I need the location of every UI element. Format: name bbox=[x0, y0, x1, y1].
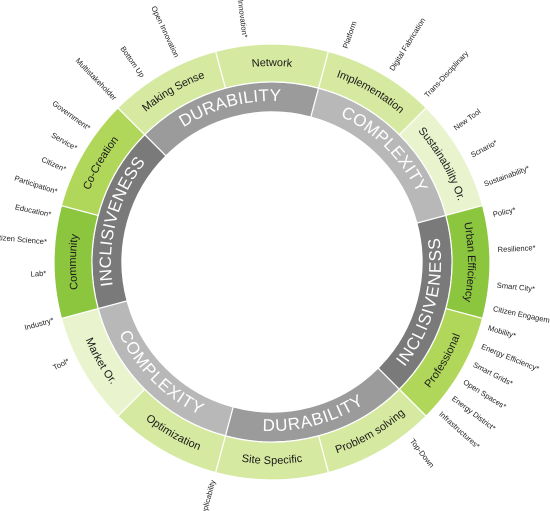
keyword-label: Smart City* bbox=[496, 281, 535, 294]
segment-label: Network bbox=[251, 57, 293, 70]
keyword-label: Citizen Engagement bbox=[492, 304, 550, 327]
keyword-label: Digital Fabrication bbox=[388, 16, 428, 72]
segment-label: Community bbox=[67, 233, 81, 291]
keyword-label: Education* bbox=[14, 202, 52, 218]
core-ring: DURABILITYCOMPLEXITYINCLISIVENESSDURABIL… bbox=[91, 81, 453, 443]
keyword-label: Scnario* bbox=[469, 138, 499, 159]
segment-label: Site Specific bbox=[241, 453, 304, 467]
keyword-label: Social Innovation* bbox=[233, 0, 249, 38]
keyword-label: Government* bbox=[51, 99, 93, 133]
keyword-label: Service* bbox=[50, 131, 79, 153]
center-disc bbox=[122, 112, 422, 412]
keyword-label: Sustainability* bbox=[483, 164, 531, 189]
keyword-label: Tool* bbox=[51, 357, 70, 373]
keyword-label: Bottom Up bbox=[119, 45, 147, 80]
keyword-label: Trans-Disciplinary bbox=[422, 49, 470, 100]
segment-wedge bbox=[117, 50, 227, 136]
keyword-label: Multistakeholder bbox=[74, 56, 119, 102]
segment-label: Urban Efficiency bbox=[461, 221, 477, 303]
keyword-label: Citizen* bbox=[40, 155, 68, 174]
keyword-label: Resilience* bbox=[497, 243, 535, 254]
keyword-label: Top-Down bbox=[408, 437, 436, 469]
keyword-label: Mobility* bbox=[487, 323, 517, 340]
keyword-label: New Tool bbox=[452, 107, 483, 133]
keyword-label: Open Innovation bbox=[149, 5, 181, 59]
keyword-label: Platform bbox=[341, 20, 359, 50]
keyword-label: Citizen Science* bbox=[0, 233, 47, 247]
keyword-label: Industry* bbox=[23, 316, 54, 332]
keyword-label: Policy* bbox=[492, 205, 517, 219]
keyword-label: Replicability bbox=[198, 479, 217, 511]
keyword-label: Lab* bbox=[30, 269, 46, 279]
keyword-label: Participation* bbox=[13, 174, 58, 196]
